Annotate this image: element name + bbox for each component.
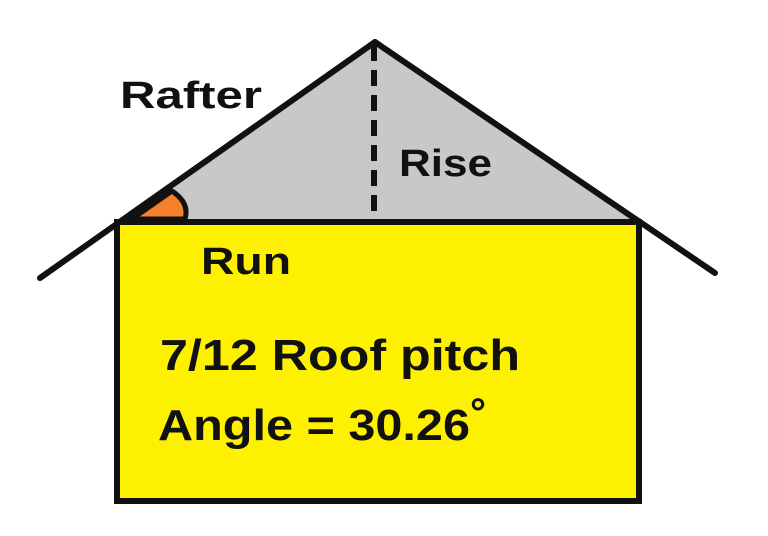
rafter-line-left (37, 39, 378, 281)
degree-symbol: ° (470, 391, 486, 435)
angle-marker (129, 188, 189, 222)
rafter-label: Rafter (120, 75, 262, 117)
angle-label: Angle = 30.26 (158, 401, 470, 450)
roof-triangle (120, 42, 640, 222)
pitch-label: 7/12 Roof pitch (160, 331, 520, 380)
rafter-line-right (372, 39, 718, 276)
run-label: Run (201, 241, 291, 283)
rise-label: Rise (399, 143, 492, 185)
house-wall (114, 219, 642, 504)
